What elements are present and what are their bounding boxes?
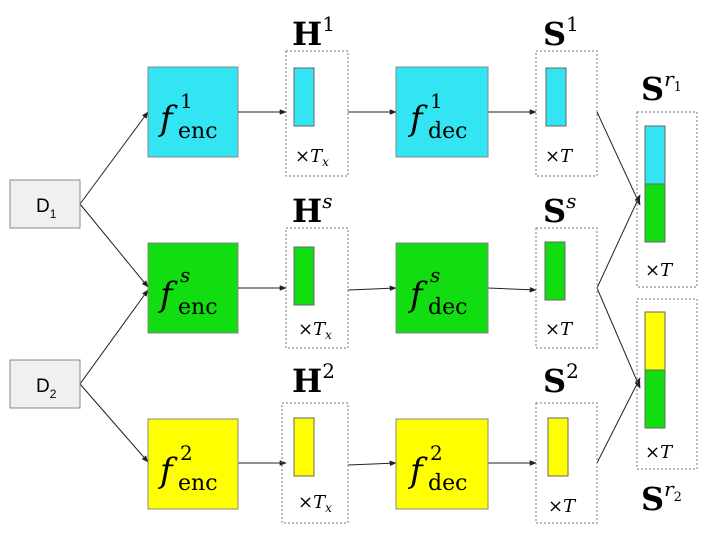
svg-text:2: 2	[430, 441, 443, 465]
arrow-d2-to-enc2	[79, 383, 149, 463]
hidden-h2: H2 ×Tx	[281, 359, 349, 524]
svg-text:2: 2	[180, 441, 193, 465]
source-s1-vector	[545, 67, 567, 127]
svg-text:enc: enc	[178, 295, 218, 320]
arrow-s2-to-r2	[596, 377, 641, 464]
svg-text:H2: H2	[292, 359, 335, 400]
reconstruction-r2: ×T Sr2	[636, 298, 698, 518]
encoder-1: f 1 enc	[147, 66, 239, 158]
reconstruction-r1: Sr1 ×T	[636, 67, 698, 288]
svg-text:×T: ×T	[645, 442, 674, 463]
arrow-ss-to-r1	[596, 194, 641, 289]
svg-text:enc: enc	[178, 119, 218, 144]
svg-text:D1: D1	[36, 196, 57, 221]
decoder-2: f 2 dec	[395, 418, 489, 510]
svg-text:×T: ×T	[548, 496, 577, 517]
encoder-shared: f s enc	[147, 242, 239, 334]
svg-text:×Tx: ×Tx	[298, 492, 332, 515]
input-d2: D2	[9, 359, 81, 409]
svg-text:1: 1	[430, 89, 443, 113]
svg-text:Sr1: Sr1	[641, 67, 682, 108]
svg-text:H1: H1	[292, 12, 335, 53]
arrow-ss-to-r2	[596, 287, 641, 389]
source-s2-vector	[547, 417, 569, 477]
hidden-hs: Hs ×Tx	[285, 189, 349, 349]
svg-text:×T: ×T	[545, 319, 574, 340]
arrow-d1-to-enc1	[79, 111, 149, 205]
encoder-2: f 2 enc	[147, 418, 239, 510]
hidden-hs-vector	[293, 246, 315, 306]
svg-text:s: s	[430, 263, 440, 287]
svg-text:S2: S2	[543, 359, 579, 400]
reconstruction-r1-bottom-green	[644, 183, 666, 243]
arrow-h2-to-dec2	[347, 460, 397, 467]
svg-text:enc: enc	[178, 471, 218, 496]
arrow-d2-to-encs	[79, 289, 149, 385]
input-d1: D1	[9, 179, 81, 229]
hidden-h1-vector	[293, 67, 315, 127]
svg-text:D2: D2	[36, 376, 57, 401]
reconstruction-r1-top-cyan	[644, 125, 666, 185]
hidden-h2-vector	[293, 417, 315, 477]
source-ss: Ss ×T	[535, 189, 598, 349]
svg-text:dec: dec	[428, 471, 467, 496]
arrow-hs-to-decs	[347, 285, 397, 292]
decoder-shared: f s dec	[395, 242, 489, 334]
arrow-decs-to-ss	[487, 286, 537, 293]
hidden-h1: H1 ×Tx	[285, 12, 349, 177]
svg-text:dec: dec	[428, 295, 467, 320]
svg-text:dec: dec	[428, 119, 467, 144]
decoder-1: f 1 dec	[395, 66, 489, 158]
source-ss-vector	[544, 241, 566, 301]
arrow-d1-to-encs	[79, 203, 149, 288]
arrows	[79, 109, 641, 467]
reconstruction-r2-top-yellow	[644, 311, 666, 371]
svg-text:Hs: Hs	[292, 189, 333, 230]
source-s1: S1 ×T	[535, 12, 598, 177]
svg-text:1: 1	[180, 89, 193, 113]
svg-text:s: s	[180, 263, 190, 287]
arrow-s1-to-r1	[596, 111, 641, 206]
svg-text:×Tx: ×Tx	[295, 146, 329, 169]
svg-text:S1: S1	[543, 12, 579, 53]
source-s2: S2 ×T	[535, 359, 598, 524]
svg-text:×Tx: ×Tx	[298, 319, 332, 342]
svg-text:Ss: Ss	[543, 189, 576, 230]
svg-text:×T: ×T	[645, 260, 674, 281]
svg-text:×T: ×T	[545, 146, 574, 167]
reconstruction-r2-bottom-green	[644, 369, 666, 429]
svg-text:Sr2: Sr2	[641, 477, 682, 518]
